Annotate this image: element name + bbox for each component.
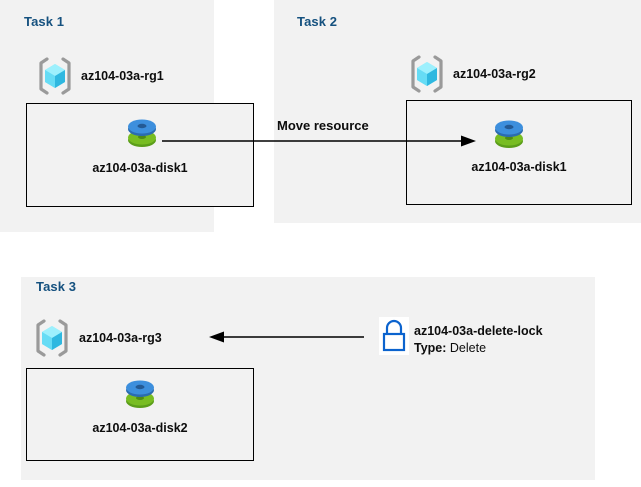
task2-resource-group-label: az104-03a-rg2 bbox=[453, 67, 536, 81]
lock-name-label: az104-03a-delete-lock bbox=[414, 324, 543, 338]
move-resource-arrow bbox=[160, 128, 480, 154]
task1-resource-group-label: az104-03a-rg1 bbox=[81, 69, 164, 83]
managed-disk-icon bbox=[489, 115, 529, 155]
task1-disk-label: az104-03a-disk1 bbox=[92, 161, 188, 175]
task3-inner-box bbox=[26, 368, 254, 461]
task2-disk-label: az104-03a-disk1 bbox=[471, 160, 567, 174]
task2-inner-box bbox=[406, 100, 632, 205]
lock-arrow bbox=[206, 328, 366, 346]
resource-group-icon bbox=[409, 55, 445, 93]
resource-group-icon bbox=[34, 319, 70, 357]
task3-label: Task 3 bbox=[36, 279, 77, 294]
task2-label: Task 2 bbox=[297, 14, 338, 29]
move-resource-label: Move resource bbox=[277, 118, 369, 133]
task3-resource-group-label: az104-03a-rg3 bbox=[79, 331, 162, 345]
managed-disk-icon bbox=[120, 375, 160, 415]
managed-disk-icon bbox=[122, 114, 162, 154]
lock-type-key: Type: bbox=[414, 341, 447, 355]
resource-group-icon bbox=[37, 57, 73, 95]
lock-type-row: Type: Delete bbox=[414, 341, 486, 355]
task1-inner-box bbox=[26, 103, 254, 207]
lock-icon bbox=[379, 317, 409, 355]
lock-type-value: Delete bbox=[449, 341, 487, 355]
task1-label: Task 1 bbox=[24, 14, 65, 29]
task3-disk-label: az104-03a-disk2 bbox=[92, 421, 188, 435]
